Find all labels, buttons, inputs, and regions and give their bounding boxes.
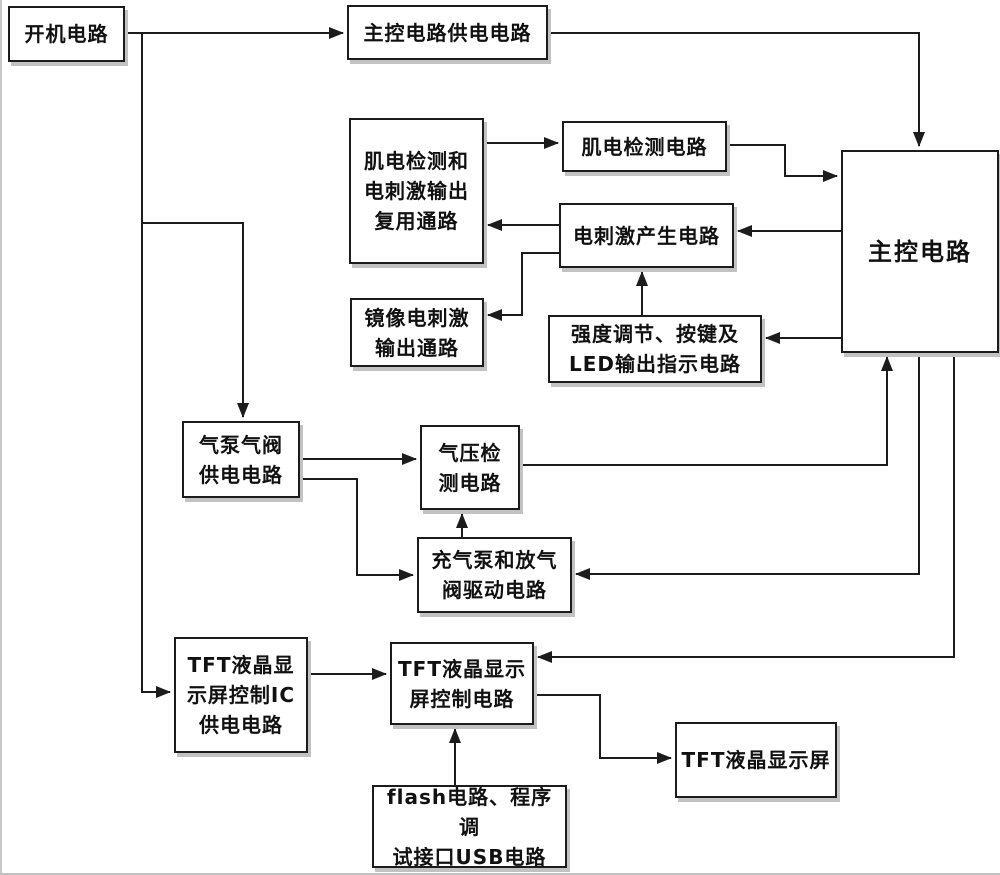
node-pressure-detect-label: 气压检 测电路 [438,440,502,495]
node-flash-usb: flash电路、程序调 试接口USB电路 [372,785,567,869]
node-pump-drive: 充气泵和放气 阀驱动电路 [417,537,572,613]
edge-emg-detect-to-main-ctrl [727,144,838,182]
node-pump-valve-power-label: 气泵气阀 供电电路 [199,432,283,487]
node-pressure-detect: 气压检 测电路 [420,425,520,510]
node-pump-valve-power: 气泵气阀 供电电路 [182,421,300,498]
node-tft-ctrl-label: TFT液晶显示 屏控制电路 [398,656,526,711]
node-power-on-label: 开机电路 [24,22,109,46]
node-main-power-label: 主控电路供电电路 [363,20,532,45]
node-stim-gen-label: 电刺激产生电路 [573,223,720,248]
node-tft-ic-power-label: TFT液晶显 示屏控制IC 供电电路 [186,653,296,737]
edge-power-on-to-pump-valve-power [142,222,249,418]
node-power-on: 开机电路 [8,6,125,62]
node-tft-ctrl: TFT液晶显示 屏控制电路 [390,642,534,725]
node-emg-mux: 肌电检测和 电刺激输出 复用通路 [349,118,484,264]
node-emg-mux-label: 肌电检测和 电刺激输出 复用通路 [364,149,469,233]
edge-power-on-to-tft-ic-power [141,33,171,698]
node-mirror-out: 镜像电刺激 输出通路 [350,298,484,367]
node-tft-screen-label: TFT液晶显示屏 [681,748,831,772]
node-pump-drive-label: 充气泵和放气 阀驱动电路 [431,548,558,602]
node-main-ctrl: 主控电路 [841,150,999,353]
node-tft-ic-power: TFT液晶显 示屏控制IC 供电电路 [174,637,308,753]
node-main-ctrl-label: 主控电路 [868,237,972,266]
node-intensity-led-label: 强度调节、按键及 LED输出指示电路 [568,322,741,376]
node-stim-gen: 电刺激产生电路 [559,203,734,268]
node-mirror-out-label: 镜像电刺激 输出通路 [364,305,470,360]
edge-stim-gen-to-mirror-out [487,252,559,321]
node-emg-detect-label: 肌电检测电路 [581,134,708,159]
edge-pressure-detect-to-main-ctrl [520,356,893,466]
edge-tft-ctrl-to-tft-screen [534,694,672,764]
edge-main-power-to-main-ctrl [548,32,925,147]
node-flash-usb-label: flash电路、程序调 试接口USB电路 [386,784,553,869]
node-intensity-led: 强度调节、按键及 LED输出指示电路 [548,315,762,383]
node-tft-screen: TFT液晶显示屏 [675,722,837,798]
edge-main-ctrl-to-pump-drive [575,353,920,580]
node-main-power: 主控电路供电电路 [347,5,548,60]
edge-pump-valve-power-to-pump-drive [300,478,414,581]
node-emg-detect: 肌电检测电路 [562,121,727,172]
edge-main-ctrl-to-tft-ctrl [537,353,955,663]
